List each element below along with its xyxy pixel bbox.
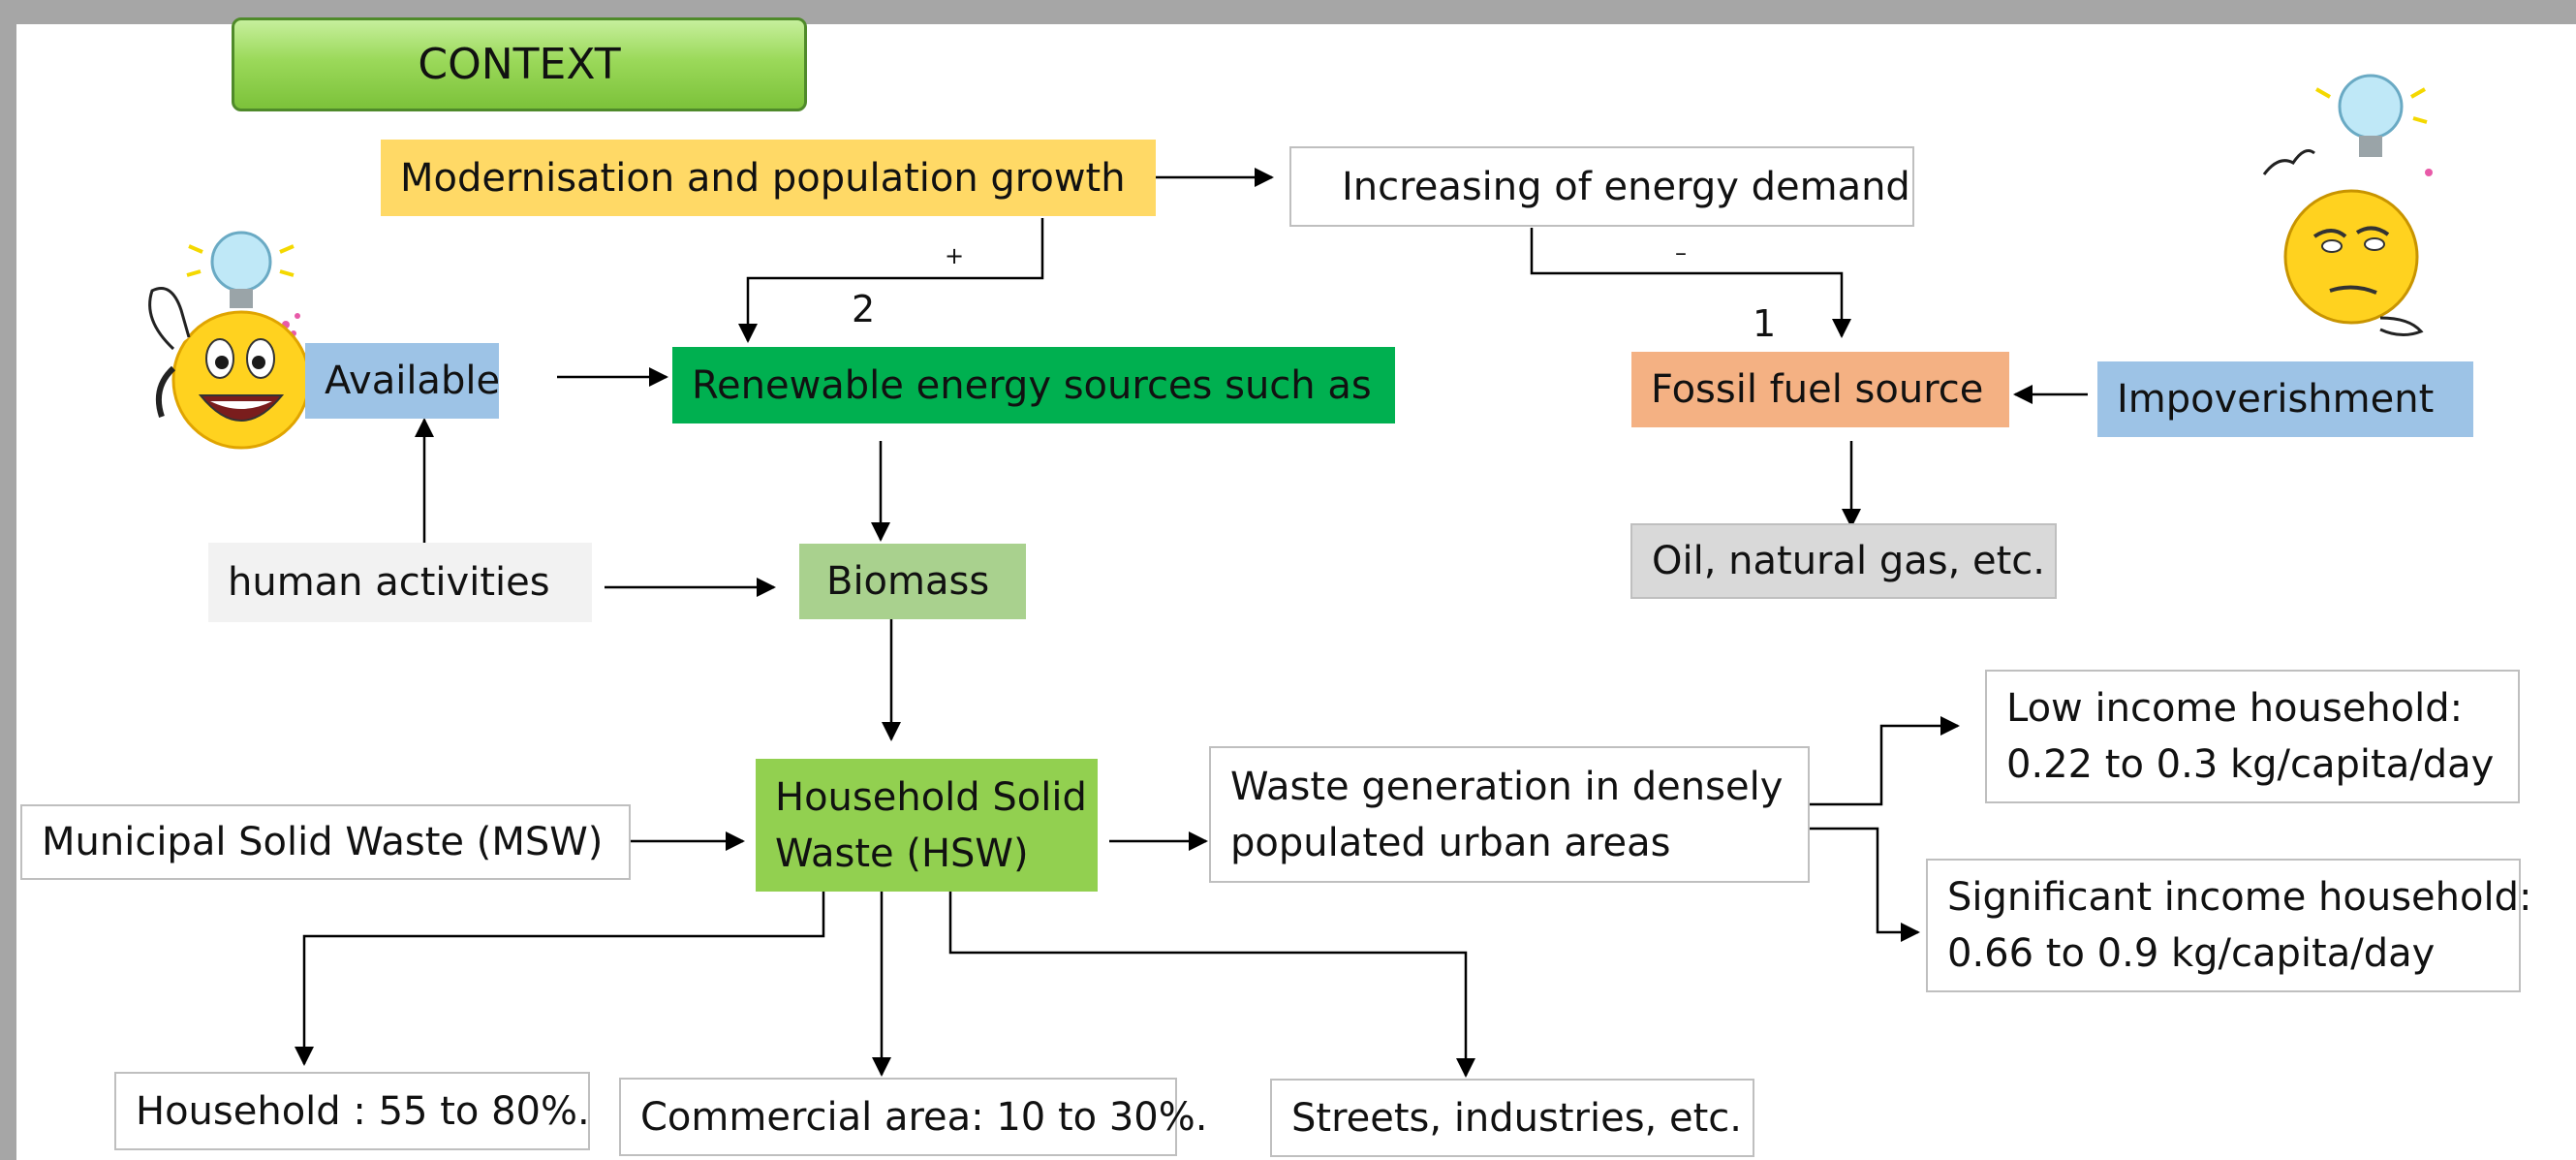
waste-generation-text-line1: Waste generation in densely bbox=[1230, 764, 1784, 809]
biomass-text: Biomass bbox=[826, 559, 990, 604]
renewable-text: Renewable energy sources such as bbox=[692, 362, 1372, 408]
msw-text: Municipal Solid Waste (MSW) bbox=[42, 820, 604, 864]
commercial-text: Commercial area: 10 to 30%. bbox=[640, 1094, 1208, 1140]
energy-demand-text: Increasing of energy demand bbox=[1342, 164, 1910, 209]
modernisation-box: Modernisation and population growth bbox=[381, 140, 1156, 216]
significant-income-text-line2: 0.66 to 0.9 kg/capita/day bbox=[1947, 931, 2436, 976]
waste-generation-text-line2: populated urban areas bbox=[1230, 820, 1671, 865]
slide: CONTEXT bbox=[16, 17, 2576, 1160]
thinking-emoji-lightbulb-icon bbox=[2262, 74, 2433, 336]
low-income-box: Low income household: 0.22 to 0.3 kg/cap… bbox=[1985, 670, 2520, 803]
biomass-box: Biomass bbox=[799, 544, 1026, 619]
renewable-box: Renewable energy sources such as bbox=[672, 347, 1395, 423]
hsw-text-line1: Household Solid bbox=[775, 774, 1087, 820]
fossil-fuel-box: Fossil fuel source bbox=[1631, 352, 2009, 427]
connector-arrows bbox=[295, 168, 2088, 1078]
available-box: Available bbox=[305, 343, 501, 419]
commercial-box: Commercial area: 10 to 30%. bbox=[619, 1078, 1207, 1156]
household-text: Household : 55 to 80%. bbox=[136, 1088, 590, 1134]
modernisation-text: Modernisation and population growth bbox=[400, 155, 1126, 201]
waste-generation-box: Waste generation in densely populated ur… bbox=[1209, 746, 1810, 883]
low-income-text-line2: 0.22 to 0.3 kg/capita/day bbox=[2006, 742, 2495, 787]
low-income-text-line1: Low income household: bbox=[2006, 686, 2464, 731]
energy-demand-box: Increasing of energy demand bbox=[1289, 146, 1914, 227]
human-activities-text: human activities bbox=[228, 560, 550, 605]
impoverishment-text: Impoverishment bbox=[2117, 377, 2435, 422]
label-plus-sign: + bbox=[945, 242, 965, 269]
human-activities-box: human activities bbox=[208, 543, 592, 622]
msw-box: Municipal Solid Waste (MSW) bbox=[20, 804, 631, 880]
streets-box: Streets, industries, etc. bbox=[1270, 1079, 1754, 1157]
oil-gas-box: Oil, natural gas, etc. bbox=[1630, 523, 2057, 599]
context-title-text: CONTEXT bbox=[418, 40, 621, 89]
label-number-2: 2 bbox=[852, 288, 876, 330]
context-title: CONTEXT bbox=[232, 17, 807, 111]
available-text: Available bbox=[325, 359, 501, 403]
significant-income-text-line1: Significant income household: bbox=[1947, 875, 2532, 920]
happy-emoji-lightbulb-icon bbox=[148, 231, 311, 450]
label-minus-sign: – bbox=[1675, 239, 1687, 266]
impoverishment-box: Impoverishment bbox=[2097, 361, 2473, 437]
oil-gas-text: Oil, natural gas, etc. bbox=[1652, 539, 2045, 583]
household-box: Household : 55 to 80%. bbox=[114, 1072, 590, 1150]
label-number-1: 1 bbox=[1753, 302, 1777, 345]
significant-income-box: Significant income household: 0.66 to 0.… bbox=[1926, 859, 2531, 992]
hsw-text-line2: Waste (HSW) bbox=[775, 831, 1029, 876]
hsw-box: Household Solid Waste (HSW) bbox=[756, 759, 1098, 892]
streets-text: Streets, industries, etc. bbox=[1291, 1095, 1742, 1141]
fossil-fuel-text: Fossil fuel source bbox=[1651, 367, 1984, 412]
